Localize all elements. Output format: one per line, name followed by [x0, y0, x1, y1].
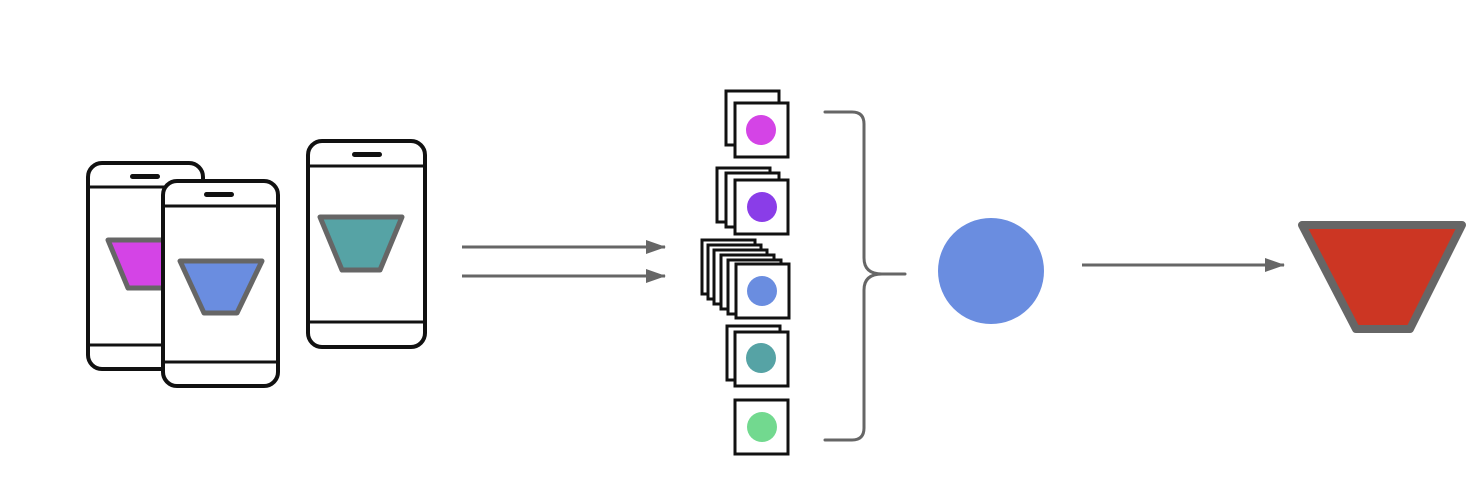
update-stack — [725, 324, 790, 388]
update-dot — [747, 192, 777, 222]
device-model-funnel-icon — [317, 214, 405, 273]
update-dot — [747, 412, 777, 442]
update-dot — [746, 343, 776, 373]
update-stack — [700, 238, 791, 320]
smartphone-icon — [161, 179, 280, 388]
aggregated-update-circle — [938, 218, 1044, 324]
update-stack — [715, 166, 790, 236]
update-dot — [746, 115, 776, 145]
device-model-funnel-icon — [177, 258, 265, 316]
update-stack — [733, 398, 790, 456]
smartphone-icon — [306, 139, 427, 349]
update-stack — [724, 89, 790, 159]
aggregation-brace — [823, 110, 907, 442]
update-dot — [747, 276, 777, 306]
global-model-funnel-icon — [1298, 221, 1466, 333]
